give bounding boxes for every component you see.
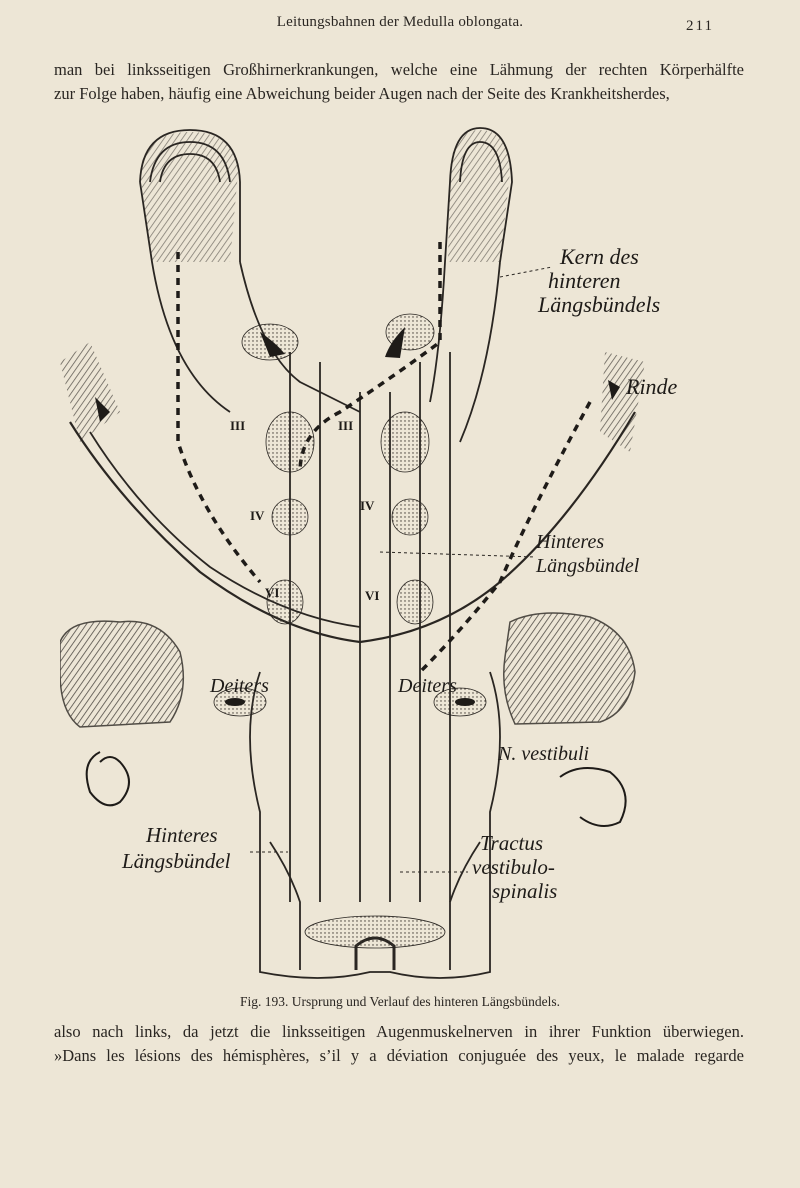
running-title: Leitungsbahnen der Medulla oblongata. <box>276 14 524 30</box>
anatomical-figure: III IV VI III IV VI Kern des hinteren Lä… <box>60 112 700 992</box>
page-number: 211 <box>686 18 714 34</box>
label-hinteres-right-1: Hinteres <box>535 531 604 553</box>
roman-vi-right: VI <box>365 588 379 603</box>
right-cerebellum <box>503 612 636 725</box>
left-cerebellum <box>60 620 185 728</box>
text-line: »Dans les lésions des hémisphères, s’il … <box>54 1046 744 1065</box>
roman-iv-right: IV <box>360 498 375 513</box>
label-hinteres-right-2: Längsbündel <box>535 555 640 577</box>
dashed-cortex-pathway <box>418 401 592 674</box>
right-cortex-fibres <box>448 130 510 262</box>
left-vestibular-coil <box>85 751 130 807</box>
text-line: zur Folge haben, häufig eine Abweichung … <box>54 84 670 103</box>
label-kern-2: hinteren <box>548 268 621 293</box>
paragraph-bottom: also nach links, da jetzt die linksseiti… <box>54 1020 744 1068</box>
dashed-left-pathway <box>176 252 262 584</box>
label-rinde: Rinde <box>625 374 678 399</box>
roman-iv-left: IV <box>250 508 265 523</box>
label-kern-3: Längsbündels <box>537 292 660 317</box>
right-vestibular-coil <box>559 767 627 827</box>
label-tractus-3: spinalis <box>492 879 557 903</box>
label-deiters-right: Deiters <box>397 675 457 697</box>
roman-iii-left: III <box>230 418 245 433</box>
label-n-vestibuli: N. vestibuli <box>497 743 589 765</box>
roman-iii-right: III <box>338 418 353 433</box>
dashed-right-pathway <box>298 242 442 473</box>
text-line: man bei linksseitigen Großhirnerkrankung… <box>54 60 744 79</box>
figure-caption: Fig. 193. Ursprung und Verlauf des hinte… <box>240 994 560 1009</box>
left-cortex-fibres <box>140 132 238 262</box>
label-hinteres-left-2: Längsbündel <box>121 849 231 873</box>
label-kern-1: Kern des <box>559 244 639 269</box>
label-hinteres-left-1: Hinteres <box>145 823 218 847</box>
text-line: also nach links, da jetzt die linksseiti… <box>54 1022 744 1041</box>
label-tractus-2: vestibulo- <box>472 855 555 879</box>
paragraph-top: man bei linksseitigen Großhirnerkrankung… <box>54 58 744 106</box>
label-tractus-1: Tractus <box>480 831 543 855</box>
figure-drawing: III IV VI III IV VI Kern des hinteren Lä… <box>60 127 678 979</box>
roman-vi-left: VI <box>265 585 279 600</box>
label-deiters-left: Deiters <box>209 675 269 697</box>
